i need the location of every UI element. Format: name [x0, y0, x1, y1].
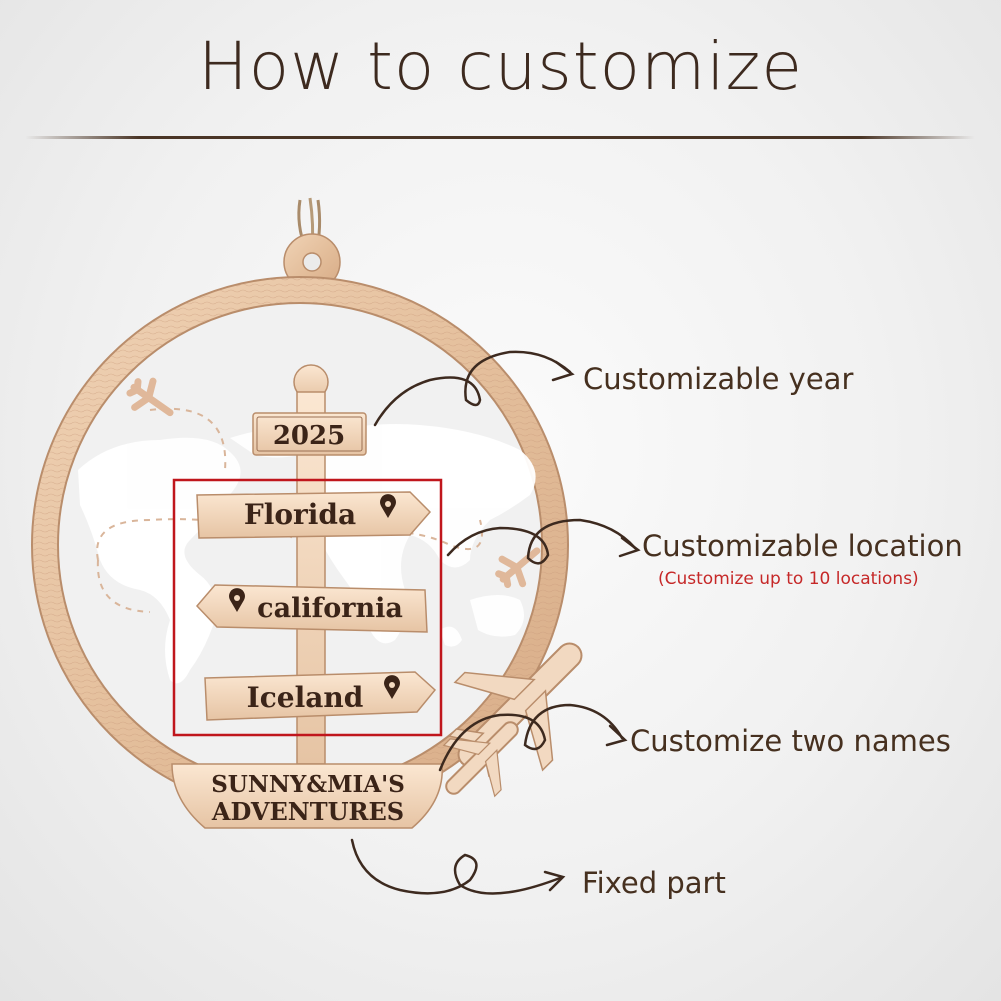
- location-sign-3: Iceland: [204, 671, 437, 721]
- arrow-year-icon: [373, 350, 575, 427]
- location-pin-icon: [229, 588, 245, 612]
- page-title: How to customize: [198, 28, 803, 105]
- year-text: 2025: [273, 421, 345, 451]
- arrow-location-icon: [446, 518, 641, 565]
- location-text: Iceland: [247, 681, 364, 714]
- plane-icon: [495, 547, 541, 589]
- title-divider: [25, 136, 975, 139]
- names-text: SUNNY&MIA'S: [211, 771, 405, 798]
- fixed-text: ADVENTURES: [211, 797, 404, 826]
- location-sign-1: Florida: [196, 491, 432, 539]
- hanger-hole: [302, 252, 322, 272]
- callout-location-note: (Customize up to 10 locations): [658, 569, 919, 589]
- arrow-fixed-icon: [350, 838, 566, 895]
- year-board: 2025: [252, 412, 367, 456]
- location-text: california: [257, 593, 403, 624]
- callout-arrows: [350, 350, 641, 895]
- location-highlight-box: [172, 478, 443, 737]
- callout-names-label: Customize two names: [630, 724, 951, 758]
- location-text: Florida: [244, 498, 356, 531]
- callout-year-label: Customizable year: [583, 362, 854, 396]
- arrow-names-icon: [438, 703, 628, 772]
- location-pin-icon: [380, 494, 396, 518]
- location-pin-icon: [384, 675, 400, 699]
- plane-icon: [126, 377, 174, 417]
- callout-location-label: Customizable location: [642, 529, 963, 563]
- location-sign-2: california: [195, 584, 428, 633]
- names-banner: SUNNY&MIA'S ADVENTURES: [171, 763, 443, 829]
- callout-fixed-label: Fixed part: [582, 866, 726, 900]
